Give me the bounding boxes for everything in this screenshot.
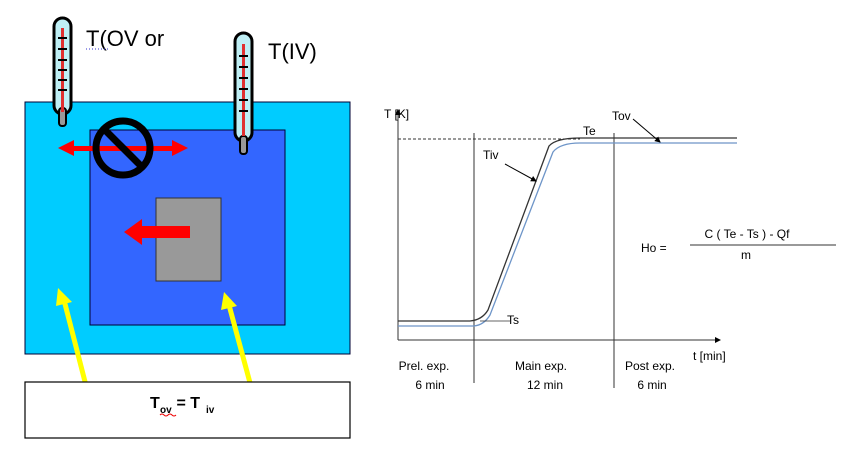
svg-text:= T: = T	[172, 395, 200, 412]
equation: T ov = T iv	[150, 395, 215, 417]
svg-text:iv: iv	[206, 405, 215, 416]
svg-text:ov: ov	[160, 405, 172, 416]
label-tiv: Tiv	[483, 148, 499, 162]
y-axis-label: T [K]	[384, 107, 409, 121]
phase-prel-duration: 6 min	[415, 378, 444, 392]
label-ts: Ts	[507, 313, 519, 327]
label-t-ov: T(OV or	[86, 26, 164, 51]
temperature-graph: T [K] t [min] Tiv Te Tov Ts Prel. exp. 6…	[384, 107, 836, 392]
phase-main-duration: 12 min	[527, 378, 563, 392]
heat-flow-arrow-icon	[124, 219, 190, 245]
curve-tov	[398, 142, 737, 327]
phase-post-duration: 6 min	[637, 378, 666, 392]
formula-lhs: Ho =	[641, 241, 667, 255]
curve-tiv	[398, 137, 737, 322]
label-t-iv: T(IV)	[268, 39, 317, 64]
phase-main-name: Main exp.	[515, 359, 567, 373]
sample-block	[155, 197, 222, 282]
svg-text:T: T	[150, 395, 160, 412]
label-te: Te	[583, 124, 596, 138]
phase-post-name: Post exp.	[625, 359, 675, 373]
x-axis-label: t [min]	[693, 349, 726, 363]
thermometer-ov-icon	[52, 16, 73, 127]
formula-numerator: C ( Te - Ts ) - Qf	[705, 227, 791, 241]
prohibited-icon	[92, 117, 154, 179]
equation-box	[24, 381, 351, 439]
formula-denominator: m	[741, 248, 751, 262]
label-tov: Tov	[612, 109, 631, 123]
phase-prel-name: Prel. exp.	[399, 359, 450, 373]
thermometer-iv-icon	[233, 31, 254, 155]
